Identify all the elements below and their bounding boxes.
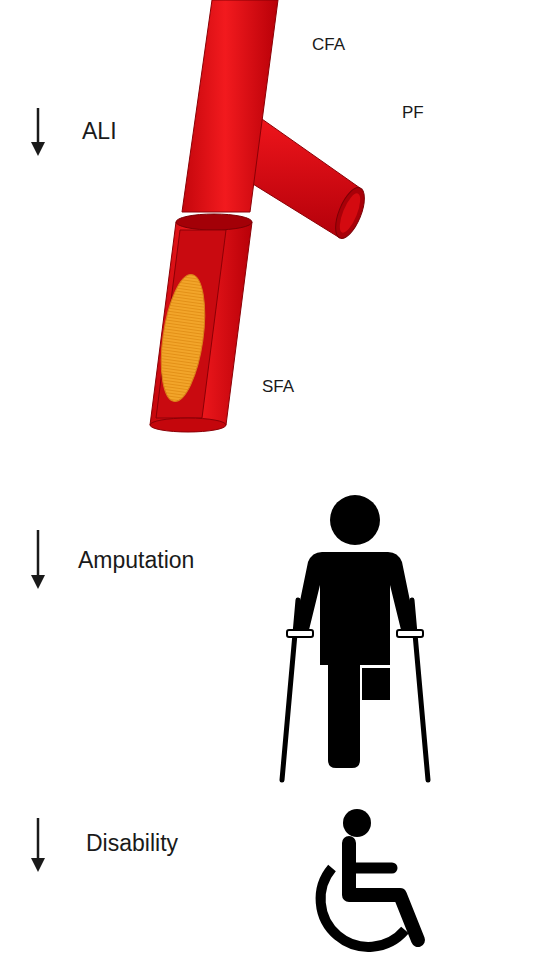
amputee-icon <box>282 495 428 780</box>
decrease-arrow <box>31 108 45 156</box>
wheelchair-icon <box>321 809 418 947</box>
thrombus <box>154 272 211 404</box>
outcome-label: Amputation <box>78 549 194 572</box>
vessel-label: SFA <box>262 378 294 395</box>
common-femoral-artery <box>182 0 278 212</box>
vessel-label: CFA <box>312 36 345 53</box>
outcome-label: Disability <box>86 832 178 855</box>
vessel-label: PF <box>402 104 424 121</box>
decrease-arrow <box>31 530 45 589</box>
outcome-label: ALI <box>82 120 117 143</box>
decrease-arrow <box>31 818 45 872</box>
superficial-femoral-artery <box>150 214 252 432</box>
